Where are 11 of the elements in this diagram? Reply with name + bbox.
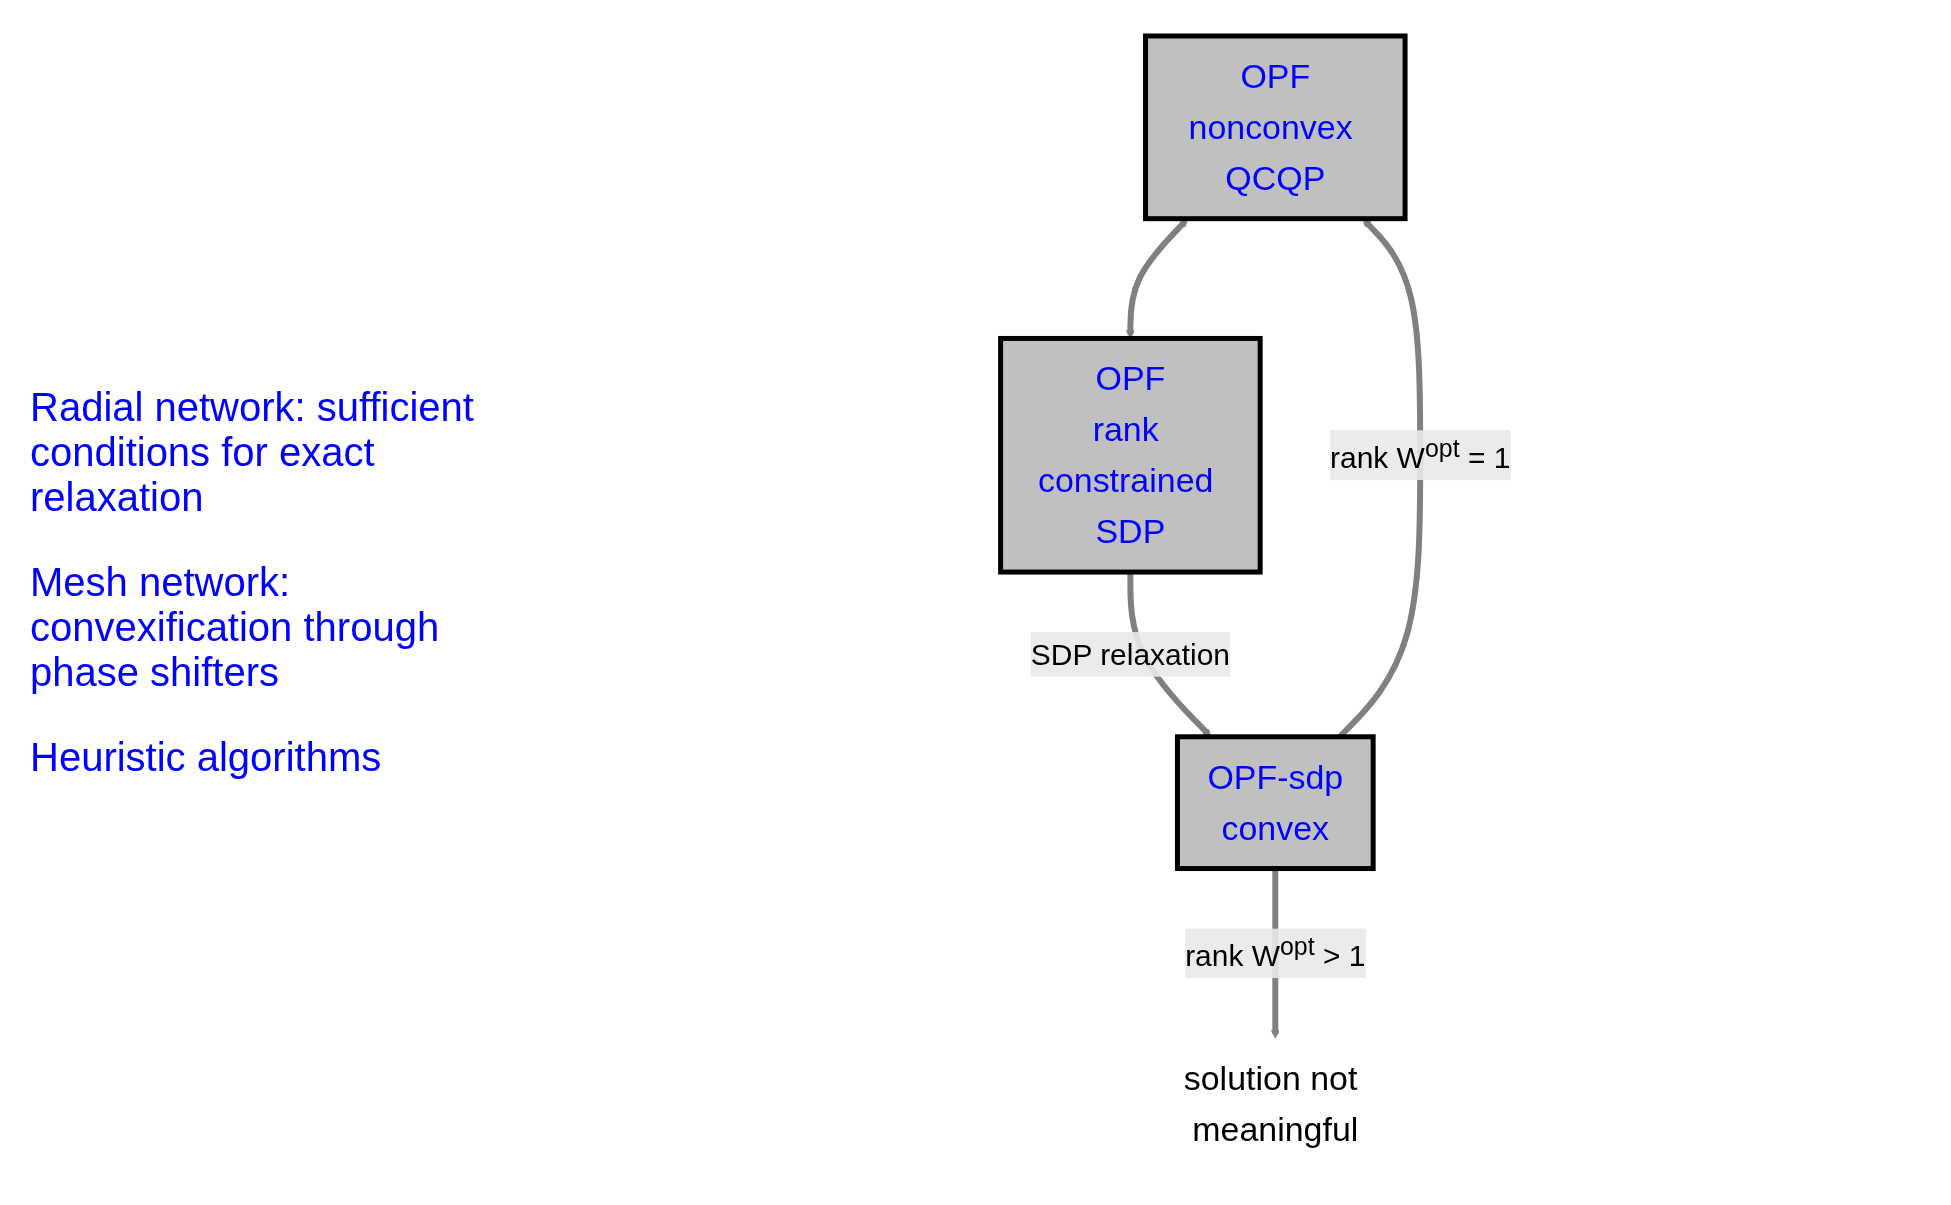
node-box: OPF-sdp convex: [1174, 733, 1376, 871]
note-text: Radial network: sufficient conditions for exact relaxation: [30, 385, 475, 520]
node-box: OPF nonconvex QCQP: [1143, 33, 1408, 221]
edge-label: rank W$^{opt}$ > 1: [1185, 931, 1366, 972]
note-text: Heuristic algorithms: [30, 735, 383, 780]
edge-label: rank W$^{opt}$ = 1: [1330, 433, 1511, 474]
arrow: [1126, 218, 1188, 339]
edge-label: SDP relaxation: [1030, 637, 1230, 671]
node-box: OPF rank constrained SDP: [998, 335, 1263, 575]
note-text: Mesh network: convexification through phase shifters: [30, 560, 441, 695]
node-text: solution not meaningful: [1183, 1058, 1359, 1148]
